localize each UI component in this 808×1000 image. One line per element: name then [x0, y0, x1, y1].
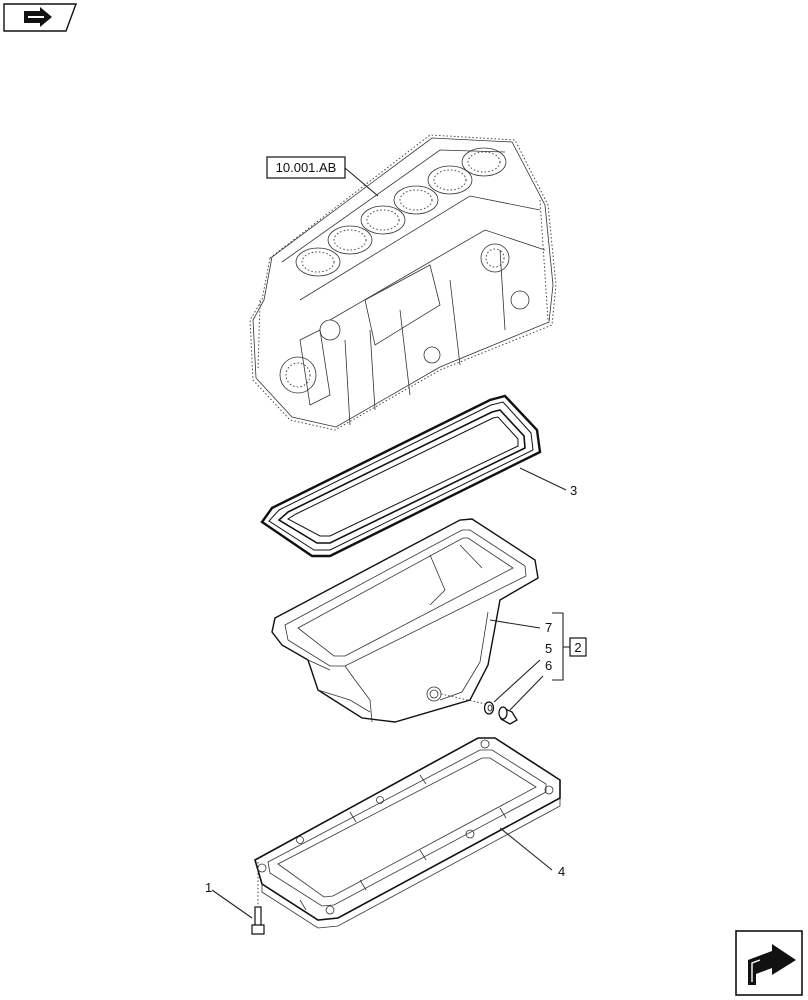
back-navigation-button[interactable]	[3, 3, 78, 32]
callout-6: 6	[545, 658, 552, 673]
group-bracket	[552, 612, 564, 681]
leader-4	[499, 827, 553, 871]
page-forward-arrow-icon	[748, 944, 796, 985]
leader-5	[493, 659, 541, 703]
reference-leader-line	[344, 167, 379, 197]
leader-6	[509, 675, 544, 711]
leader-7	[489, 619, 541, 629]
engine-block-drawing	[249, 134, 557, 431]
callout-4: 4	[558, 864, 565, 879]
next-page-button[interactable]	[735, 930, 803, 996]
drain-axis-line	[440, 693, 491, 706]
reference-link[interactable]: 10.001.AB	[266, 156, 346, 179]
callout-5: 5	[545, 641, 552, 656]
group-reference-label: 2	[574, 640, 581, 655]
callout-7: 7	[545, 620, 552, 635]
leader-3	[519, 467, 567, 491]
drain-plug	[498, 706, 518, 725]
leader-1	[211, 889, 253, 919]
drain-plug-washer	[483, 701, 495, 715]
bolt	[251, 906, 265, 935]
callout-3: 3	[570, 483, 577, 498]
oil-pan-gasket	[260, 394, 542, 558]
reference-label: 10.001.AB	[276, 160, 337, 175]
arrow-right-icon	[24, 7, 52, 27]
oil-pan-stiffener-frame	[254, 737, 561, 929]
group-reference-link[interactable]: 2	[569, 637, 587, 657]
callout-1: 1	[205, 880, 212, 895]
